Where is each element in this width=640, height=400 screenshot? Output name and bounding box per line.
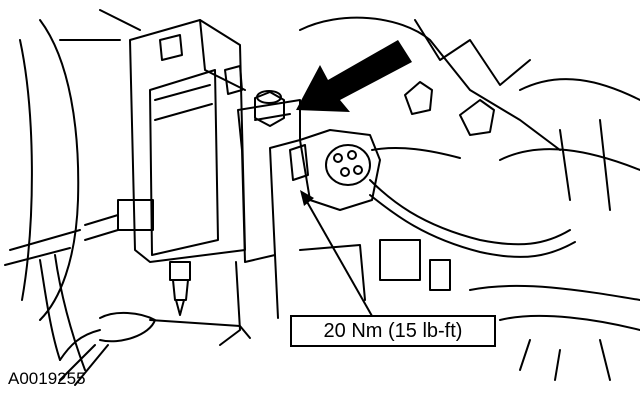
pump-body: [84, 19, 246, 263]
pressure-line: [59, 312, 251, 386]
bracket-bolt: [254, 90, 285, 127]
thin-leader-arrow-icon: [300, 190, 373, 317]
lower-fitting: [169, 261, 191, 316]
figure-id: A0019255: [8, 369, 86, 388]
torque-callout-label: 20 Nm (15 lb-ft): [323, 319, 463, 342]
bracket-strap: [219, 99, 301, 346]
pressure-switch: [289, 129, 381, 211]
engine-background: [299, 16, 640, 381]
left-housing: [4, 9, 141, 371]
torque-callout: 20 Nm (15 lb-ft): [290, 315, 496, 347]
large-solid-arrow-icon: [296, 40, 412, 112]
wiring-harness: [369, 147, 576, 258]
